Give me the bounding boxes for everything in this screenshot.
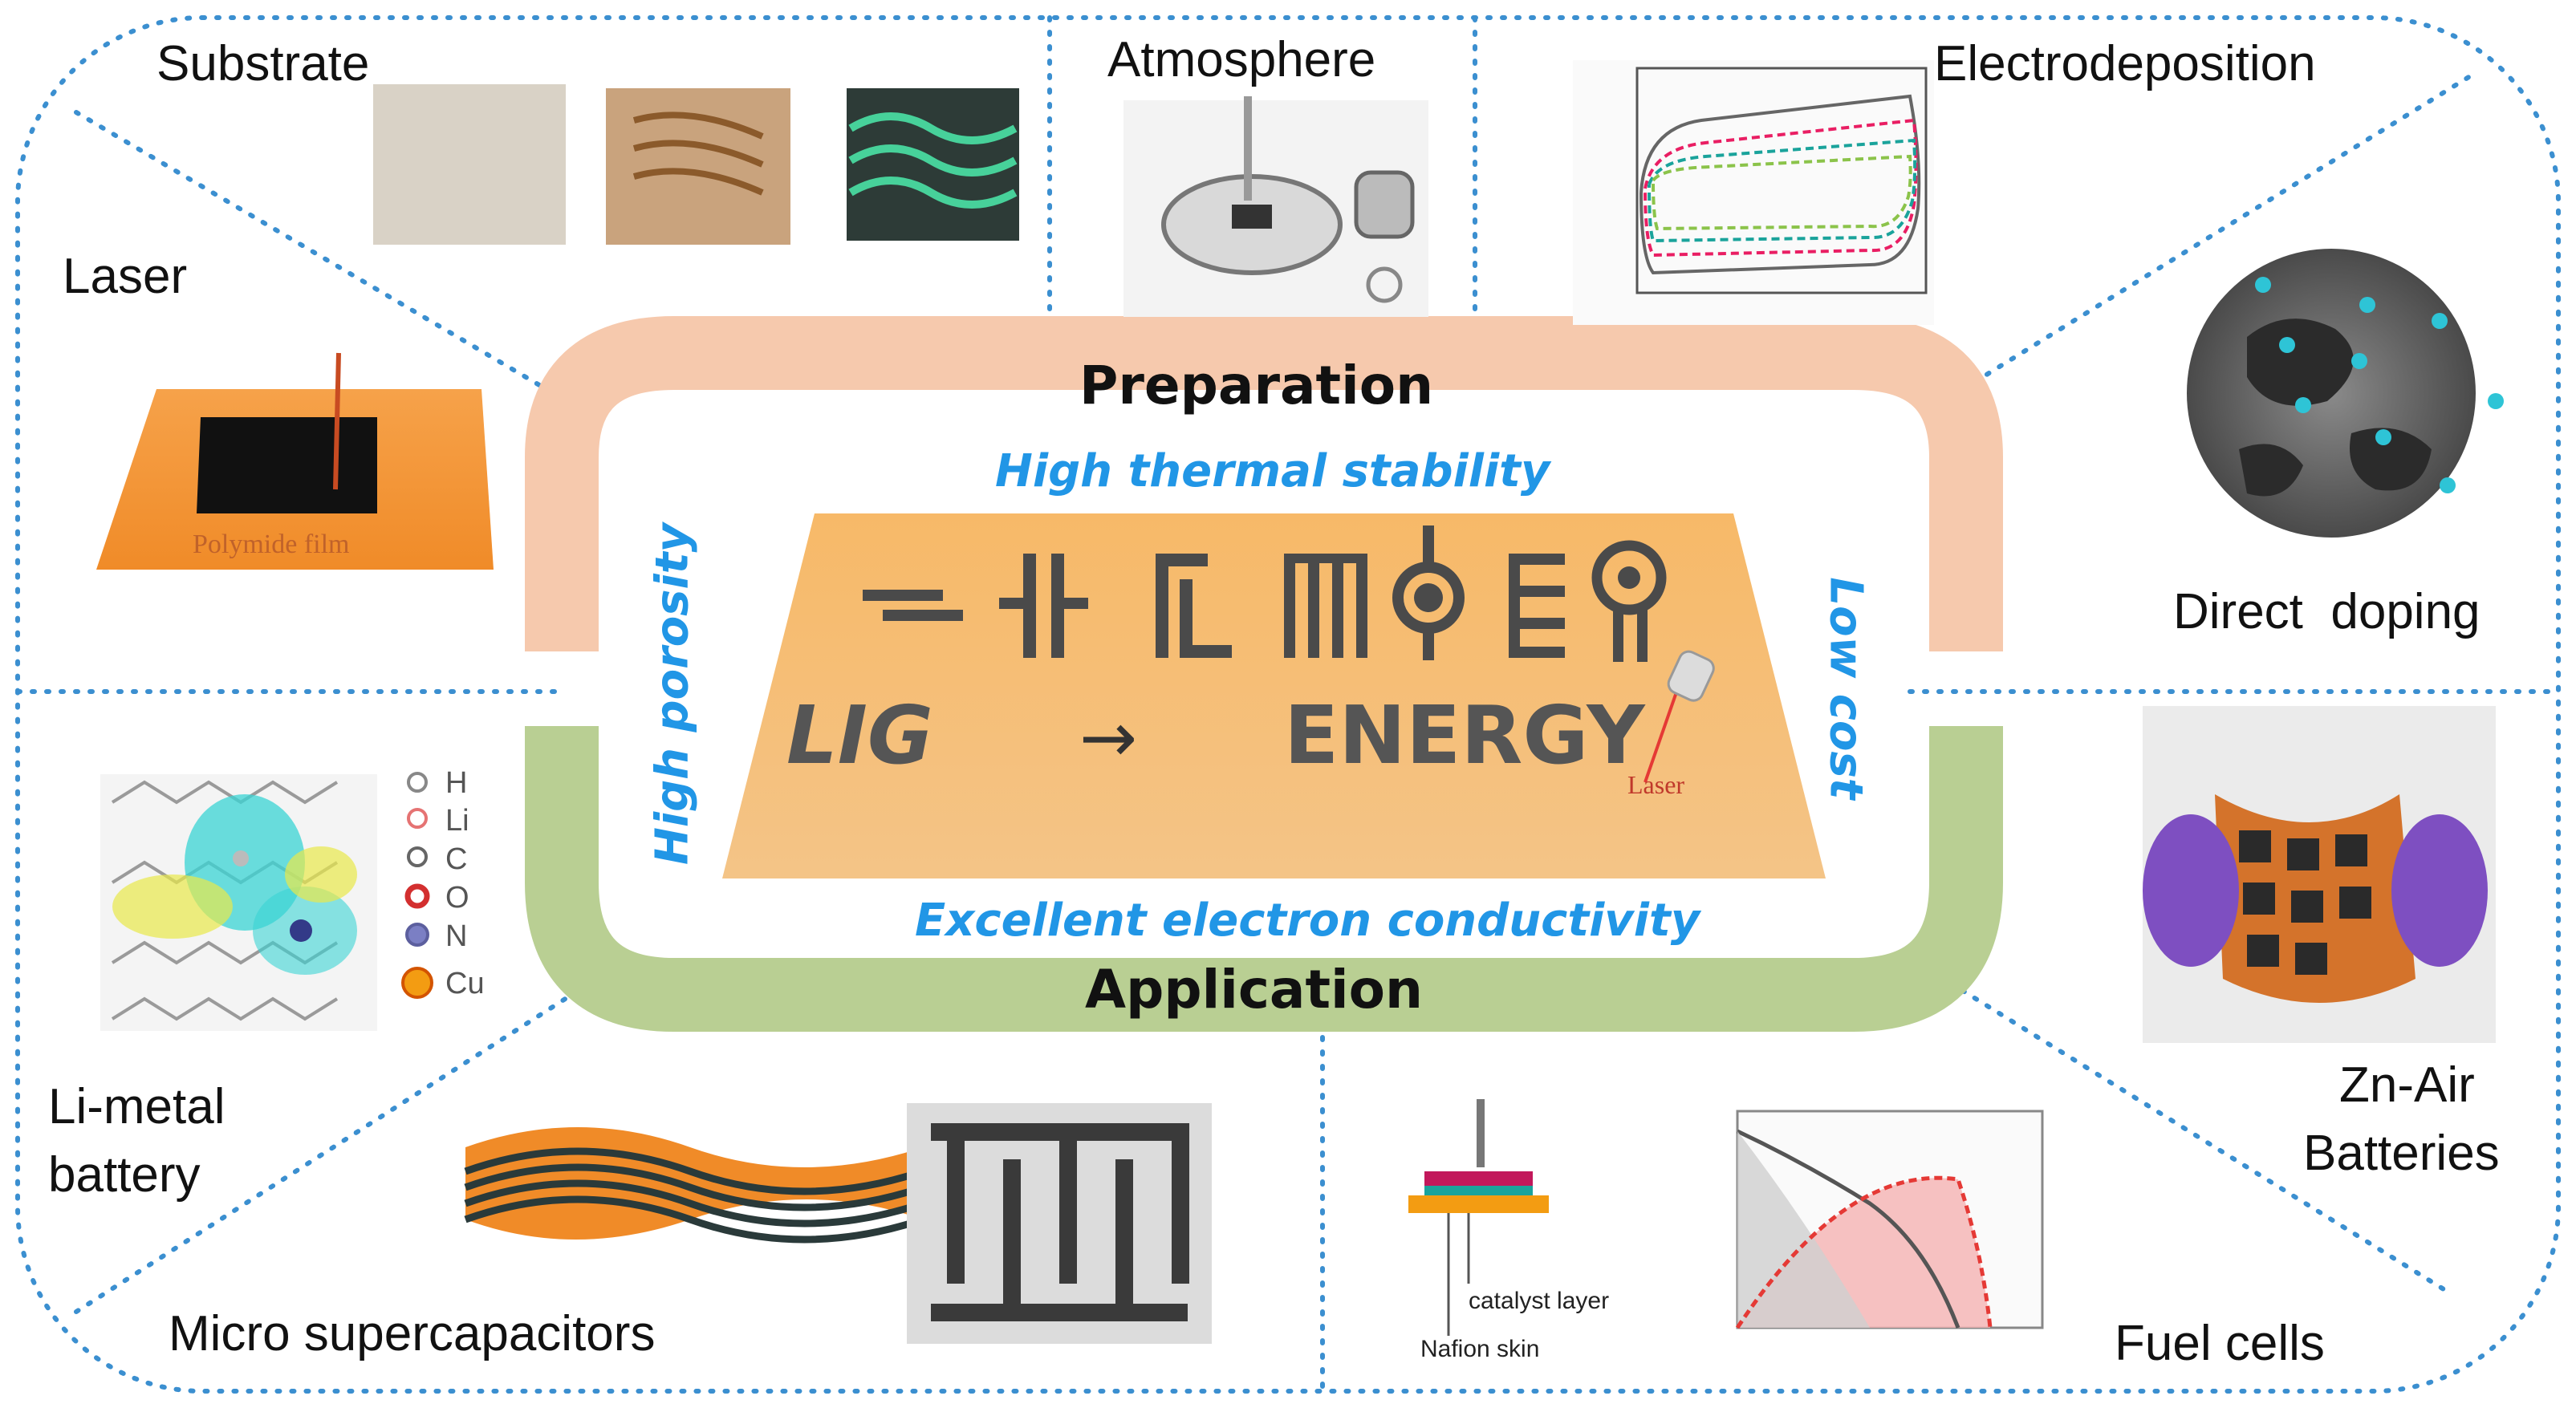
legend-element-o: O	[445, 881, 469, 915]
nafion-skin-label: Nafion skin	[1420, 1336, 1540, 1362]
lig-card	[722, 513, 1826, 878]
arrow-icon: →	[1079, 698, 1138, 778]
legend-element-li: Li	[445, 804, 469, 838]
zn-air-label-line1: Zn-Air	[2339, 1057, 2475, 1113]
outer-frame	[15, 15, 2561, 1394]
legend-element-cu: Cu	[445, 967, 485, 1000]
device-patterns	[863, 525, 1667, 662]
preparation-arc	[525, 316, 2003, 651]
fuel-cells-label: Fuel cells	[2115, 1316, 2325, 1371]
energy-text: ENERGY	[1284, 688, 1645, 782]
laser-beam-label: Laser	[1627, 770, 1685, 799]
legend-element-n: N	[445, 919, 468, 953]
high-thermal-stability-label: High thermal stability	[995, 445, 1550, 497]
interdigitated-electrode-image	[907, 1103, 1212, 1344]
application-arc	[525, 726, 2003, 1032]
li-metal-battery-label-line1: Li-metal	[48, 1079, 226, 1134]
laser-label: Laser	[63, 249, 188, 304]
substrate-label: Substrate	[156, 36, 370, 91]
micro-supercapacitors-label: Micro supercapacitors	[169, 1306, 656, 1361]
atmosphere-apparatus-icon	[1123, 96, 1428, 317]
zn-air-label-line2: Batteries	[2303, 1126, 2500, 1181]
laser-pen-icon	[1644, 650, 1715, 783]
process-ring	[525, 316, 2003, 1032]
lig-text: LIG	[786, 688, 934, 782]
stacked-layers-image	[464, 1127, 924, 1244]
atmosphere-label: Atmosphere	[1107, 32, 1376, 87]
legend-element-c: C	[445, 842, 468, 876]
laser-on-film-image	[96, 352, 494, 570]
legend-element-h: H	[445, 766, 468, 800]
charge-density-image	[100, 774, 377, 1031]
electrodeposition-label: Electrodeposition	[1934, 36, 2316, 91]
application-label: Application	[1085, 959, 1423, 1020]
preparation-label: Preparation	[1079, 355, 1434, 416]
catalyst-layer-label: catalyst layer	[1469, 1288, 1610, 1314]
polarization-plot-thumbnail	[1735, 1110, 2044, 1329]
cv-plot-thumbnail	[1573, 60, 1934, 325]
direct-doping-label: Direct doping	[2173, 584, 2481, 639]
low-cost-label: Low cost	[1819, 577, 1872, 800]
li-metal-battery-label-line2: battery	[48, 1147, 201, 1203]
flexible-battery-image	[2143, 706, 2496, 1043]
doped-porous-sphere-icon	[2187, 249, 2504, 538]
element-legend-dots	[401, 772, 433, 999]
fuel-cell-schematic-icon	[1408, 1099, 1549, 1336]
panel-dividers	[15, 15, 2561, 1394]
high-porosity-label: High porosity	[646, 523, 699, 865]
excellent-electron-conductivity-label: Excellent electron conductivity	[915, 895, 1700, 947]
polyimide-film-label: Polymide film	[193, 530, 350, 559]
substrate-images	[373, 84, 1019, 245]
